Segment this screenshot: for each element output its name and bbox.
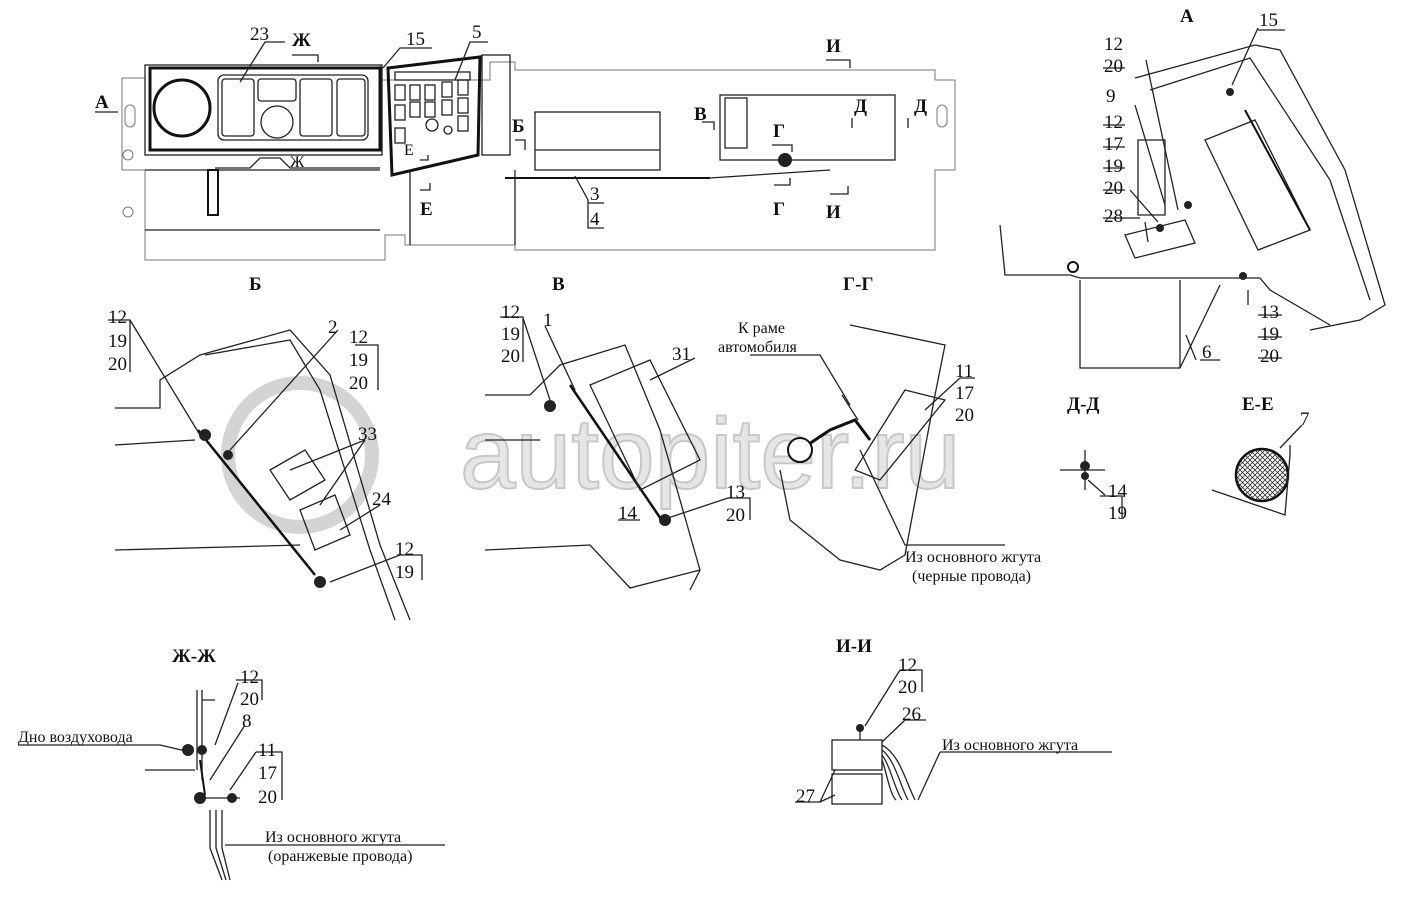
- callout-15: 15: [406, 29, 425, 50]
- section-a-drawing: [999, 27, 1386, 369]
- callout-26: 26: [902, 704, 921, 725]
- callout-8: 8: [242, 711, 252, 732]
- callout-9: 9: [1106, 86, 1116, 107]
- from-harness-label: Из основного жгута: [265, 829, 401, 846]
- callout-27: 27: [796, 786, 815, 807]
- from-harness-label: Из основного жгута: [942, 737, 1078, 754]
- callout-20: 20: [1104, 56, 1123, 77]
- callout-20: 20: [258, 787, 277, 808]
- to-frame-label-line1: К раме: [738, 320, 785, 337]
- callout-15: 15: [1259, 10, 1278, 31]
- callout-23: 23: [250, 24, 269, 45]
- callout-31: 31: [672, 344, 691, 365]
- callout-19: 19: [1108, 503, 1127, 524]
- callout-19: 19: [395, 562, 414, 583]
- callout-2: 2: [328, 317, 338, 338]
- section-mark-b: Б: [512, 116, 525, 137]
- section-mark-d-right: Д: [914, 96, 927, 117]
- callout-20: 20: [1260, 346, 1279, 367]
- callout-11: 11: [955, 361, 973, 382]
- callout-7: 7: [1300, 409, 1310, 430]
- orange-wires-label: (оранжевые провода): [268, 848, 412, 865]
- section-ii-title: И-И: [836, 636, 872, 657]
- section-ii-drawing: [795, 669, 1112, 805]
- callout-12: 12: [108, 307, 127, 328]
- section-mark-i-top: И: [826, 36, 841, 57]
- callout-28: 28: [1104, 206, 1123, 227]
- callout-20: 20: [726, 505, 745, 526]
- section-gg-title: Г-Г: [843, 274, 874, 295]
- callout-11: 11: [258, 740, 276, 761]
- callout-12: 12: [1104, 34, 1123, 55]
- section-b-title: Б: [249, 274, 262, 295]
- from-harness-label: Из основного жгута: [905, 549, 1041, 566]
- callout-14: 14: [1108, 481, 1128, 502]
- section-zhzh-title: Ж-Ж: [172, 646, 216, 667]
- section-a-title: А: [1180, 6, 1194, 27]
- section-zhzh-drawing: [18, 679, 445, 881]
- callout-12: 12: [395, 539, 414, 560]
- callout-19: 19: [349, 350, 368, 371]
- callout-14: 14: [618, 503, 638, 524]
- callout-17: 17: [955, 383, 974, 404]
- callout-33: 33: [358, 424, 377, 445]
- callout-1: 1: [543, 310, 553, 331]
- section-mark-d-left: Д: [854, 96, 867, 117]
- callout-19: 19: [1260, 324, 1279, 345]
- callout-12: 12: [898, 655, 917, 676]
- callout-20: 20: [240, 689, 259, 710]
- section-mark-zh-bottom: Ж: [290, 154, 305, 171]
- callout-12: 12: [349, 327, 368, 348]
- callout-4: 4: [590, 209, 600, 230]
- section-mark-zh-top: Ж: [292, 30, 311, 51]
- section-mark-a: А: [95, 92, 109, 113]
- callout-19: 19: [501, 324, 520, 345]
- to-frame-label-line2: автомобиля: [718, 339, 798, 356]
- section-v-title: В: [552, 274, 565, 295]
- section-gg-drawing: [750, 324, 1005, 571]
- callout-20: 20: [955, 405, 974, 426]
- callout-13: 13: [726, 482, 745, 503]
- callout-3: 3: [590, 184, 600, 205]
- section-dd-title: Д-Д: [1067, 394, 1099, 415]
- section-mark-e-inner: Е: [404, 142, 414, 159]
- callout-17: 17: [1104, 134, 1123, 155]
- callout-13: 13: [1260, 302, 1279, 323]
- section-ee-drawing: [1211, 424, 1303, 516]
- section-mark-g-bottom: Г: [773, 199, 785, 220]
- section-b-drawing: [108, 319, 423, 621]
- callout-17: 17: [258, 763, 277, 784]
- callout-12: 12: [240, 667, 259, 688]
- section-mark-v: В: [694, 104, 707, 125]
- black-wires-label: (черные провода): [912, 568, 1031, 585]
- callout-19: 19: [108, 331, 127, 352]
- callout-19: 19: [1104, 156, 1123, 177]
- callout-20: 20: [898, 677, 917, 698]
- section-v-drawing: [484, 316, 751, 591]
- callout-20: 20: [349, 373, 368, 394]
- section-ee-title: Е-Е: [1242, 394, 1274, 415]
- watermark: autopiter.ru: [221, 376, 961, 534]
- callout-12: 12: [1104, 112, 1123, 133]
- duct-bottom-label: Дно воздуховода: [18, 729, 133, 746]
- callout-24: 24: [372, 489, 392, 510]
- callout-12: 12: [501, 302, 520, 323]
- watermark-text: autopiter.ru: [460, 398, 960, 510]
- dashboard-top-view: [95, 41, 956, 261]
- callout-20: 20: [501, 346, 520, 367]
- callout-20: 20: [1104, 178, 1123, 199]
- section-dd-drawing: [1060, 450, 1123, 518]
- section-mark-i-bottom: И: [826, 202, 841, 223]
- callout-5: 5: [472, 22, 482, 43]
- section-mark-e-outer: Е: [420, 199, 433, 220]
- callout-6: 6: [1202, 342, 1212, 363]
- callout-20: 20: [108, 354, 127, 375]
- section-mark-g-top: Г: [773, 121, 785, 142]
